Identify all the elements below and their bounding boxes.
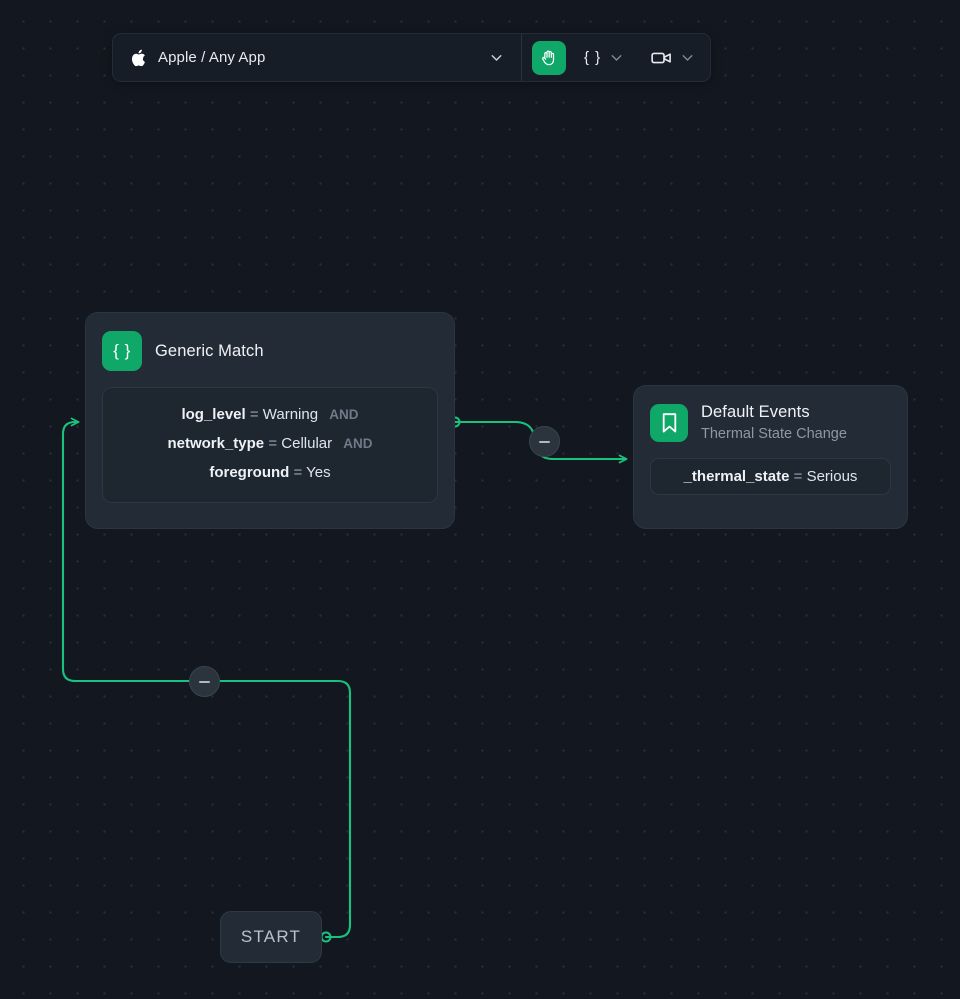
node-default-events[interactable]: Default Events Thermal State Change _the… bbox=[633, 385, 908, 529]
condition-row[interactable]: foreground = Yes bbox=[117, 465, 423, 482]
toolbar-divider bbox=[521, 34, 522, 81]
minus-icon bbox=[539, 440, 550, 443]
curly-braces-icon: { } bbox=[102, 331, 142, 371]
chevron-down-icon[interactable] bbox=[679, 49, 696, 66]
node-start[interactable]: START bbox=[220, 911, 322, 963]
condition-operator: = bbox=[293, 464, 303, 482]
bookmark-glyph bbox=[662, 413, 676, 433]
apple-logo-icon bbox=[131, 49, 145, 66]
condition-join: AND bbox=[343, 436, 373, 452]
bookmark-icon bbox=[650, 403, 688, 442]
node-subtitle: Thermal State Change bbox=[701, 425, 847, 442]
condition-value: Cellular bbox=[281, 435, 333, 453]
condition-operator: = bbox=[268, 435, 278, 453]
app-selector-dropdown[interactable]: Apple / Any App bbox=[113, 34, 521, 81]
condition-value: Yes bbox=[306, 464, 331, 482]
condition-row[interactable]: log_level = Warning AND bbox=[117, 407, 423, 424]
condition-key: _thermal_state bbox=[683, 468, 790, 486]
condition-key: foreground bbox=[209, 464, 290, 482]
code-tool-group[interactable]: { } bbox=[580, 49, 629, 66]
node-title-block: Default Events Thermal State Change bbox=[701, 402, 847, 443]
node-generic-match[interactable]: { } Generic Match log_level = Warning AN… bbox=[85, 312, 455, 529]
condition-join: AND bbox=[329, 407, 359, 423]
curly-braces-glyph: { } bbox=[113, 341, 131, 360]
condition-key: network_type bbox=[167, 435, 265, 453]
condition-list: log_level = Warning AND network_type = C… bbox=[102, 387, 438, 503]
condition-key: log_level bbox=[181, 406, 246, 424]
condition-pill[interactable]: _thermal_state = Serious bbox=[650, 458, 891, 496]
node-header: { } Generic Match bbox=[102, 331, 438, 371]
start-label: START bbox=[240, 927, 302, 946]
app-selector-label: Apple / Any App bbox=[158, 49, 266, 66]
condition-value: Serious bbox=[806, 468, 858, 486]
top-toolbar: Apple / Any App { } bbox=[112, 33, 712, 82]
chevron-down-icon[interactable] bbox=[488, 49, 505, 66]
minus-icon bbox=[199, 680, 210, 683]
pan-tool-button[interactable] bbox=[532, 40, 566, 75]
node-title: Default Events bbox=[701, 403, 810, 421]
condition-operator: = bbox=[793, 468, 803, 486]
node-title: Generic Match bbox=[155, 341, 264, 360]
video-camera-icon bbox=[651, 52, 672, 63]
condition-operator: = bbox=[249, 406, 259, 424]
record-tool-group[interactable] bbox=[647, 49, 700, 67]
toolbar-tools: { } bbox=[522, 34, 710, 81]
hand-icon bbox=[542, 50, 555, 65]
node-header: Default Events Thermal State Change bbox=[650, 402, 891, 443]
condition-value: Warning bbox=[262, 406, 319, 424]
curly-braces-icon: { } bbox=[584, 49, 602, 66]
chevron-down-icon[interactable] bbox=[608, 49, 625, 66]
edge-handle-start-to-generic[interactable] bbox=[189, 666, 220, 697]
edge-handle-generic-to-default[interactable] bbox=[529, 426, 560, 457]
condition-row[interactable]: network_type = Cellular AND bbox=[117, 436, 423, 453]
node-title-block: Generic Match bbox=[155, 341, 264, 362]
